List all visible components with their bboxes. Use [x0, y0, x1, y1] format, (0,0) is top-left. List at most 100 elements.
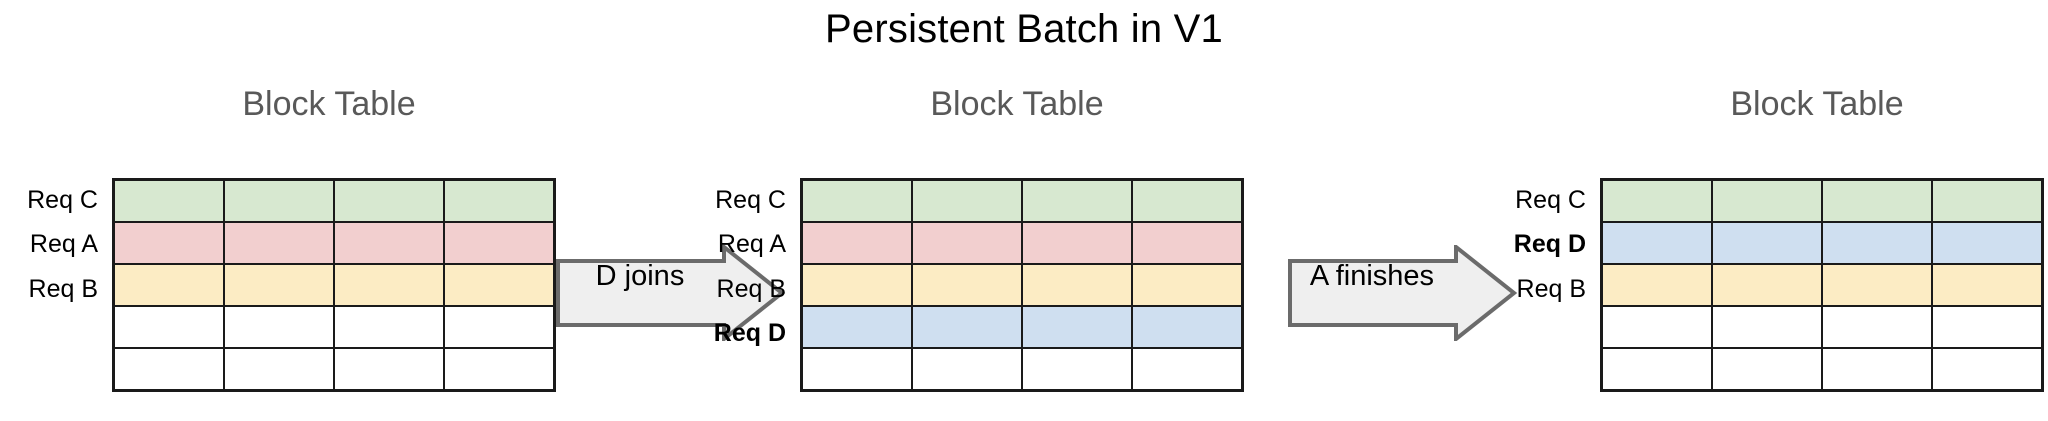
block-cell: [1021, 263, 1133, 307]
block-cell: [800, 178, 913, 223]
block-cell: [1600, 347, 1713, 392]
block-cell: [112, 221, 225, 265]
block-cell: [1931, 221, 2044, 265]
block-cell: [1021, 221, 1133, 265]
table-row: [800, 178, 1244, 223]
block-cell: [800, 221, 913, 265]
table-row: [1600, 178, 2044, 223]
block-cell: [223, 221, 335, 265]
row-label: [1488, 356, 1600, 400]
row-label: Req D: [1513, 230, 1586, 259]
block-cell: [333, 305, 445, 349]
stage-2: Block Table Req C Req A Req B Req D: [688, 0, 1248, 421]
block-cell: [1021, 178, 1133, 223]
block-cell: [1931, 347, 2044, 392]
block-cell: [443, 305, 556, 349]
stage-1-block-table: [112, 178, 556, 392]
block-cell: [112, 178, 225, 223]
stage-2-row-labels: Req C Req A Req B Req D: [688, 178, 800, 400]
block-cell: [333, 221, 445, 265]
stage-3-row-labels: Req C Req D Req B: [1488, 178, 1600, 400]
block-cell: [223, 263, 335, 307]
block-cell: [1021, 305, 1133, 349]
stage-3-title: Block Table: [1730, 85, 1904, 123]
row-label: [0, 356, 112, 400]
block-cell: [800, 305, 913, 349]
block-cell: [1711, 347, 1823, 392]
row-label: Req C: [715, 186, 786, 214]
table-row: [800, 305, 1244, 349]
block-cell: [911, 305, 1023, 349]
block-cell: [800, 263, 913, 307]
block-cell: [1711, 305, 1823, 349]
stage-2-block-table: [800, 178, 1244, 392]
block-cell: [1931, 305, 2044, 349]
table-row: [112, 178, 556, 223]
block-cell: [223, 347, 335, 392]
block-cell: [1131, 263, 1244, 307]
block-cell: [1821, 221, 1933, 265]
stage-3-block-table: [1600, 178, 2044, 392]
row-label: Req B: [1516, 274, 1586, 303]
block-cell: [443, 178, 556, 223]
row-label: [1488, 311, 1600, 355]
block-cell: [223, 178, 335, 223]
block-cell: [443, 263, 556, 307]
table-row: [1600, 347, 2044, 392]
row-label: Req A: [29, 230, 98, 259]
table-row: [1600, 305, 2044, 349]
block-cell: [911, 347, 1023, 392]
block-cell: [911, 263, 1023, 307]
block-cell: [223, 305, 335, 349]
table-row: [112, 347, 556, 392]
row-label: Req B: [28, 274, 98, 303]
block-cell: [1711, 263, 1823, 307]
block-cell: [1821, 263, 1933, 307]
table-row: [800, 221, 1244, 265]
block-cell: [1600, 263, 1713, 307]
stage-1-title: Block Table: [242, 85, 416, 123]
row-label: Req D: [713, 319, 786, 348]
block-cell: [800, 347, 913, 392]
stage-1-row-labels: Req C Req A Req B: [0, 178, 112, 400]
block-cell: [1821, 347, 1933, 392]
block-cell: [1600, 221, 1713, 265]
block-cell: [1600, 178, 1713, 223]
block-cell: [333, 263, 445, 307]
page-title: Persistent Batch in V1: [825, 7, 1223, 51]
block-cell: [1021, 347, 1133, 392]
table-row: [112, 221, 556, 265]
block-cell: [443, 221, 556, 265]
table-row: [112, 305, 556, 349]
block-cell: [1600, 305, 1713, 349]
block-cell: [1131, 221, 1244, 265]
block-cell: [112, 347, 225, 392]
table-row: [1600, 221, 2044, 265]
block-cell: [1931, 263, 2044, 307]
row-label: Req C: [27, 186, 98, 214]
row-label: [688, 356, 800, 400]
right-arrow-icon: [1288, 245, 1518, 341]
block-cell: [333, 178, 445, 223]
table-row: [800, 263, 1244, 307]
table-row: [1600, 263, 2044, 307]
row-label: Req C: [1515, 186, 1586, 214]
block-cell: [333, 347, 445, 392]
block-cell: [1821, 178, 1933, 223]
block-cell: [1821, 305, 1933, 349]
stage-3: Block Table Req C Req D Req B: [1488, 0, 2048, 421]
row-label: Req A: [717, 230, 786, 259]
block-cell: [1711, 221, 1823, 265]
block-cell: [112, 305, 225, 349]
stage-2-title: Block Table: [930, 85, 1104, 123]
block-cell: [1131, 347, 1244, 392]
block-cell: [911, 221, 1023, 265]
transition-2-arrow: A finishes: [1288, 245, 1518, 341]
row-label: [0, 311, 112, 355]
table-row: [800, 347, 1244, 392]
block-cell: [1711, 178, 1823, 223]
block-cell: [911, 178, 1023, 223]
table-row: [112, 263, 556, 307]
block-cell: [112, 263, 225, 307]
